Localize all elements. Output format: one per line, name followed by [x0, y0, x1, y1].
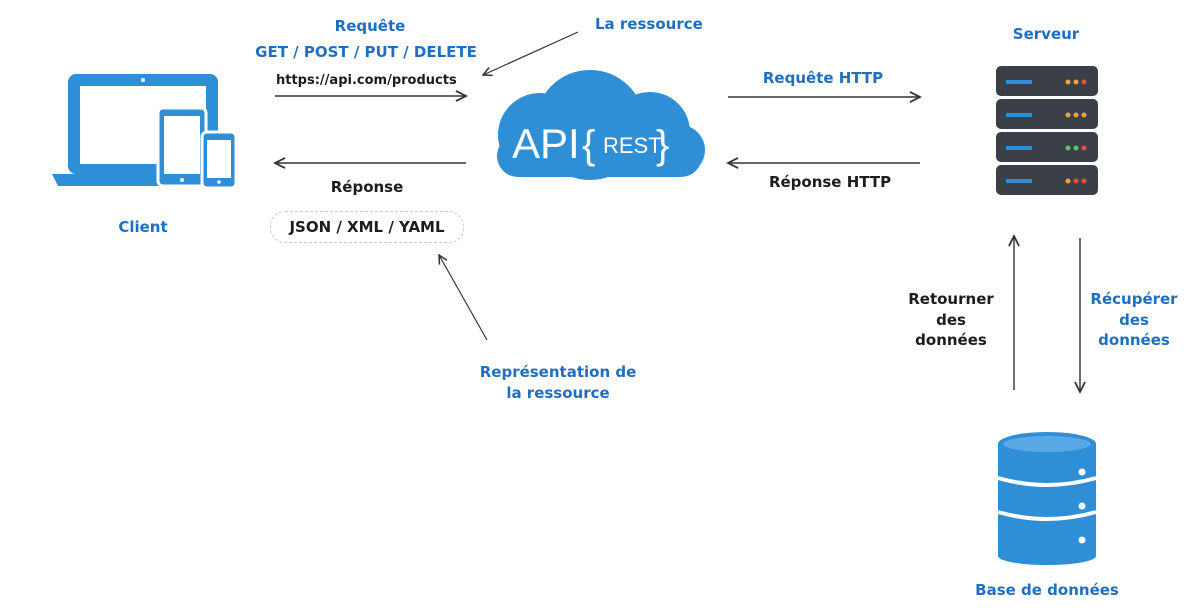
representation-line-2: la ressource: [506, 384, 610, 402]
arrow-resource-pointer: [483, 31, 579, 75]
api-text: API: [512, 120, 580, 167]
return-data-line-3: données: [915, 331, 987, 349]
tablet-icon: [156, 106, 208, 188]
rest-text: REST: [603, 133, 662, 158]
return-data-line-1: Retourner: [908, 290, 994, 308]
fetch-data-line-1: Récupérer: [1090, 290, 1178, 308]
brace-close-text: }: [656, 123, 669, 167]
http-response-label: Réponse HTTP: [768, 173, 892, 191]
database-icon: [997, 432, 1097, 565]
fetch-data-line-3: données: [1098, 331, 1170, 349]
return-data-line-2: des: [936, 311, 966, 329]
database-label: Base de données: [975, 581, 1119, 599]
representation-line-1: Représentation de: [479, 363, 637, 381]
http-request-label: Requête HTTP: [762, 69, 884, 87]
request-methods: GET / POST / PUT / DELETE: [255, 43, 477, 61]
fetch-data-line-2: des: [1119, 311, 1149, 329]
request-title: Requête: [334, 17, 406, 35]
arrow-representation-pointer: [439, 255, 488, 341]
cloud-api-icon: API { REST }: [497, 70, 705, 180]
response-label: Réponse: [330, 178, 404, 196]
client-label: Client: [118, 218, 168, 236]
brace-open-text: {: [582, 123, 595, 167]
resource-label: La ressource: [595, 15, 703, 33]
server-rack-icon: [996, 66, 1098, 195]
formats-badge: JSON / XML / YAML: [270, 211, 464, 243]
server-label: Serveur: [1012, 25, 1080, 43]
request-url: https://api.com/products: [276, 73, 457, 88]
phone-icon: [200, 130, 238, 190]
